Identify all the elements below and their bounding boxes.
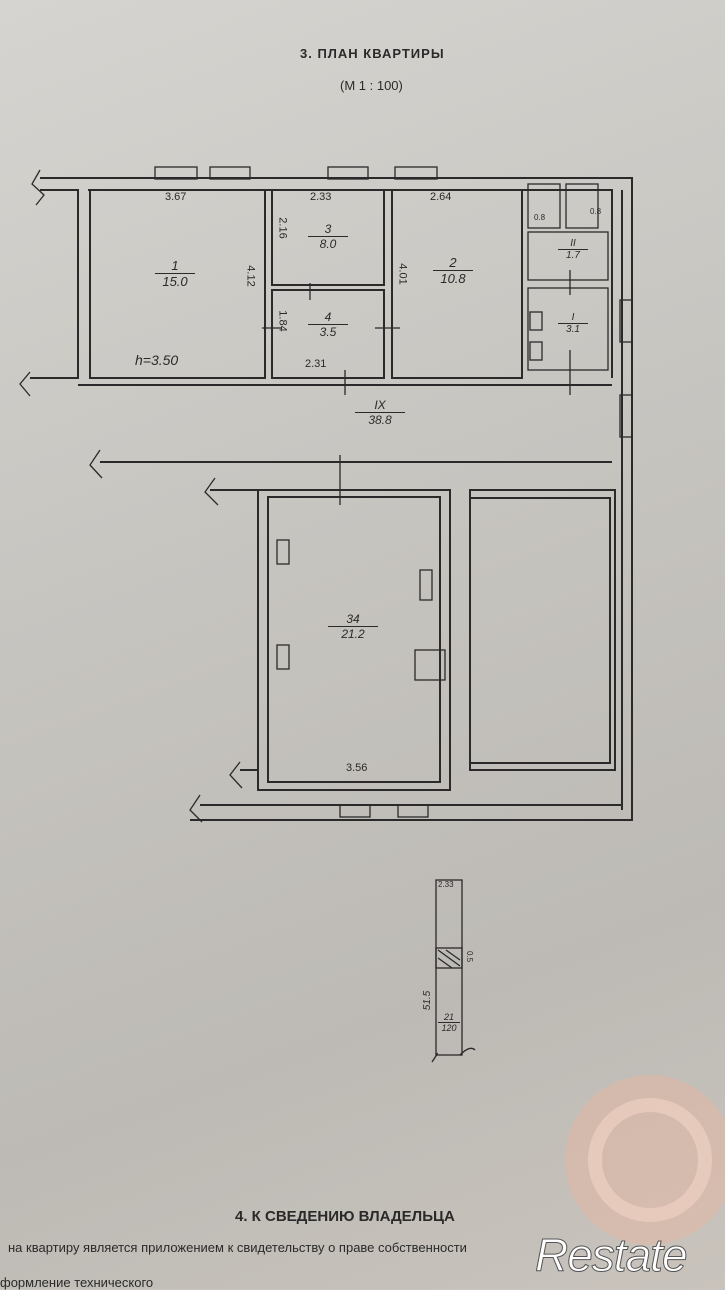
plan-title: 3. ПЛАН КВАРТИРЫ <box>300 46 445 61</box>
dimension-label: 0.8 <box>534 213 546 222</box>
stair-label: 21 120 <box>438 1012 460 1033</box>
dimension-label: 2.31 <box>305 358 327 370</box>
room-number: 2 <box>449 255 457 270</box>
room-number: I <box>571 312 575 323</box>
room-34-label: 34 21.2 <box>328 612 378 641</box>
dimension-label: 3.56 <box>346 762 368 774</box>
dimension-label: 2.64 <box>430 191 452 203</box>
room-outlines <box>89 183 616 783</box>
corridor-label: IX 38.8 <box>355 398 405 427</box>
room-area: 21.2 <box>328 626 378 641</box>
watermark-text: Restate <box>535 1229 689 1282</box>
dimension-label: 0.5 <box>465 950 475 963</box>
room-area: 38.8 <box>355 412 405 427</box>
dimension-label: 4.01 <box>396 263 409 285</box>
room-number: IX <box>374 398 386 412</box>
room-number: 4 <box>324 310 332 324</box>
dimension-label: 51.5 <box>422 990 434 1011</box>
dimension-label: 1.84 <box>276 310 289 332</box>
doors <box>262 270 571 681</box>
room-area: 1.7 <box>558 249 588 261</box>
room-number: 34 <box>346 612 360 626</box>
section-title: 4. К СВЕДЕНИЮ ВЛАДЕЛЬЦА <box>235 1208 455 1225</box>
room-4-label: 4 3.5 <box>308 310 348 339</box>
dimension-label: 2.33 <box>310 191 332 203</box>
room-area: 3.1 <box>558 323 588 335</box>
room-number: II <box>570 238 576 249</box>
dimension-label: 2.16 <box>276 217 289 239</box>
windows <box>154 166 633 818</box>
room-1-label: 1 15.0 <box>155 258 195 289</box>
footer-text-line: формление технического <box>0 1275 154 1290</box>
room-number: 1 <box>171 258 179 273</box>
footer-text-line: на квартиру является приложением к свиде… <box>8 1240 467 1255</box>
room-3-label: 3 8.0 <box>308 222 348 251</box>
dimension-label: 4.12 <box>244 265 257 287</box>
room-I-label: I 3.1 <box>558 312 588 335</box>
room-area: 8.0 <box>308 236 348 251</box>
dimension-label: 0.8 <box>590 207 602 216</box>
room-2-label: 2 10.8 <box>433 255 473 286</box>
room-area: 15.0 <box>155 273 195 289</box>
stairwell-detail <box>431 879 476 1063</box>
ceiling-height-label: h=3.50 <box>135 352 179 368</box>
dimension-label: 2.33 <box>438 880 454 889</box>
room-area: 120 <box>438 1022 460 1033</box>
room-area: 10.8 <box>433 270 473 286</box>
dimension-label: 3.67 <box>165 191 187 203</box>
room-number: 3 <box>324 222 332 236</box>
room-area: 3.5 <box>308 324 348 339</box>
room-II-label: II 1.7 <box>558 238 588 261</box>
plan-scale: (М 1 : 100) <box>340 78 403 93</box>
room-number: 21 <box>443 1012 454 1022</box>
